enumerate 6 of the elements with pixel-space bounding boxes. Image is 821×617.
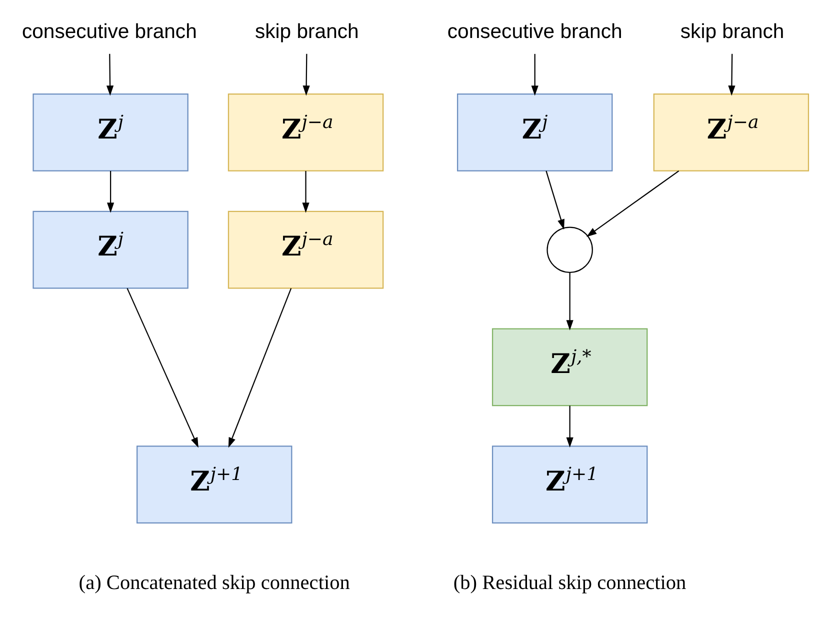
node-text: consecutive branch <box>446 21 622 44</box>
node-text: skip branch <box>680 21 784 44</box>
label: (b) Residual skip connection <box>452 572 686 594</box>
label: (a) Concatenated skip connection <box>78 572 350 594</box>
node-text: consecutive branch <box>21 21 196 44</box>
node-text: skip branch <box>254 21 358 44</box>
